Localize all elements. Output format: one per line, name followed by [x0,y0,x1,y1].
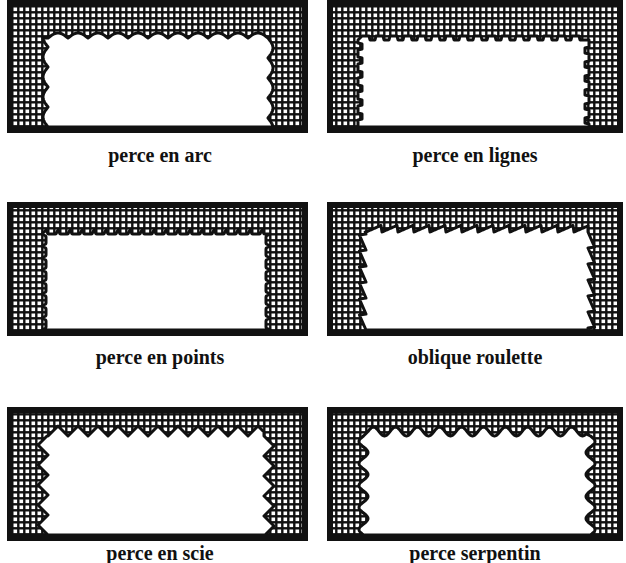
frame-bottom [327,535,623,541]
frame-bottom [7,127,308,133]
frame-bottom [7,535,308,541]
perforated-stamp [359,427,595,535]
perforated-stamp [38,426,274,535]
perforation-caption: perce serpentin [407,542,542,563]
stamp-panel [327,205,623,333]
perforated-stamp [43,33,273,127]
perforation-caption: oblique roulette [406,346,545,369]
perforated-stamp [42,230,270,330]
screened-frame [330,3,620,130]
perforated-stamp [359,225,594,330]
stamp-panel [7,410,308,538]
perforation-caption: perce en lignes [410,144,539,167]
screened-frame [10,205,305,333]
stamp-panel [327,3,623,130]
screened-frame [10,3,305,130]
frame-bottom [327,330,623,336]
stamp-panel [327,410,623,538]
perforated-stamp [358,36,589,127]
perforation-caption: perce en scie [104,542,215,563]
screened-frame [330,205,620,333]
perforation-caption: perce en points [94,346,227,369]
stamp-panel [7,205,308,333]
stamp-panel [7,3,308,130]
screened-frame [330,410,620,538]
screened-frame [10,410,305,538]
perforation-caption: perce en arc [106,144,214,167]
frame-bottom [7,330,308,336]
frame-bottom [327,127,623,133]
